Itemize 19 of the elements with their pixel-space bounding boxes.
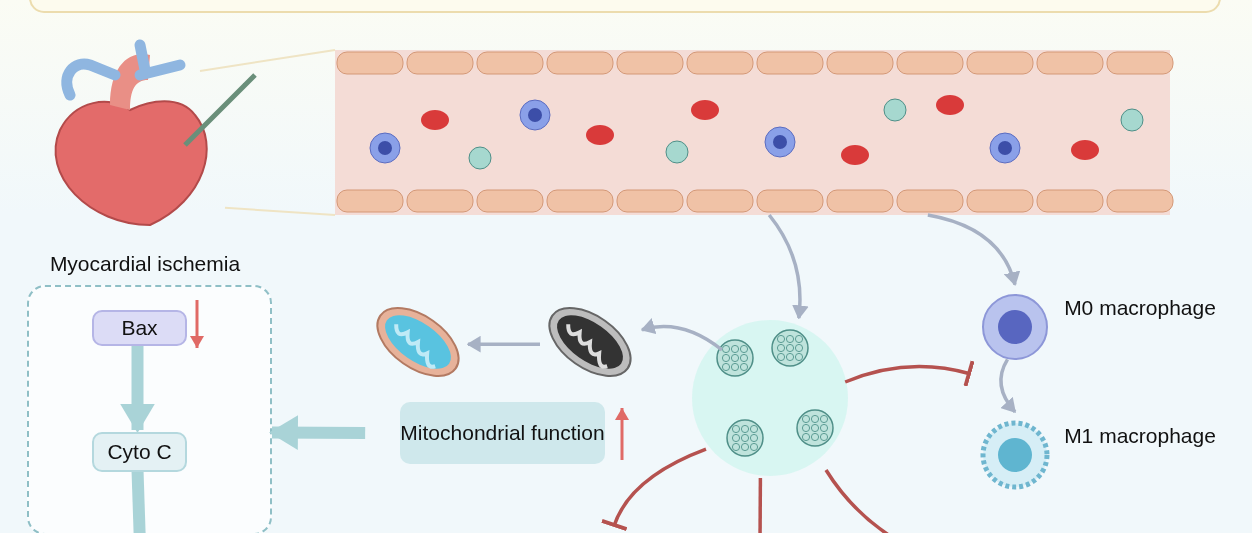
arrow xyxy=(120,344,155,433)
cell-label: M1 macrophage xyxy=(1063,424,1217,448)
inhibition-line xyxy=(601,447,707,532)
process-box: Bax xyxy=(92,310,187,346)
process-box: Mitochondrial function xyxy=(400,402,605,464)
process-box: Cyto C xyxy=(92,432,187,472)
arrow xyxy=(767,213,809,320)
arrow xyxy=(927,213,1020,287)
arrow xyxy=(466,335,540,353)
zoom-callout-lines xyxy=(199,49,336,216)
connector-line xyxy=(131,469,146,533)
arrow xyxy=(640,318,724,352)
cell-label: M0 macrophage xyxy=(1063,296,1217,320)
caption-text: Myocardial ischemia xyxy=(48,251,242,275)
dashed-panel xyxy=(27,285,272,533)
arrow xyxy=(269,415,366,450)
inhibition-line xyxy=(844,360,975,387)
arrow xyxy=(999,358,1017,413)
connector-line xyxy=(758,478,763,533)
